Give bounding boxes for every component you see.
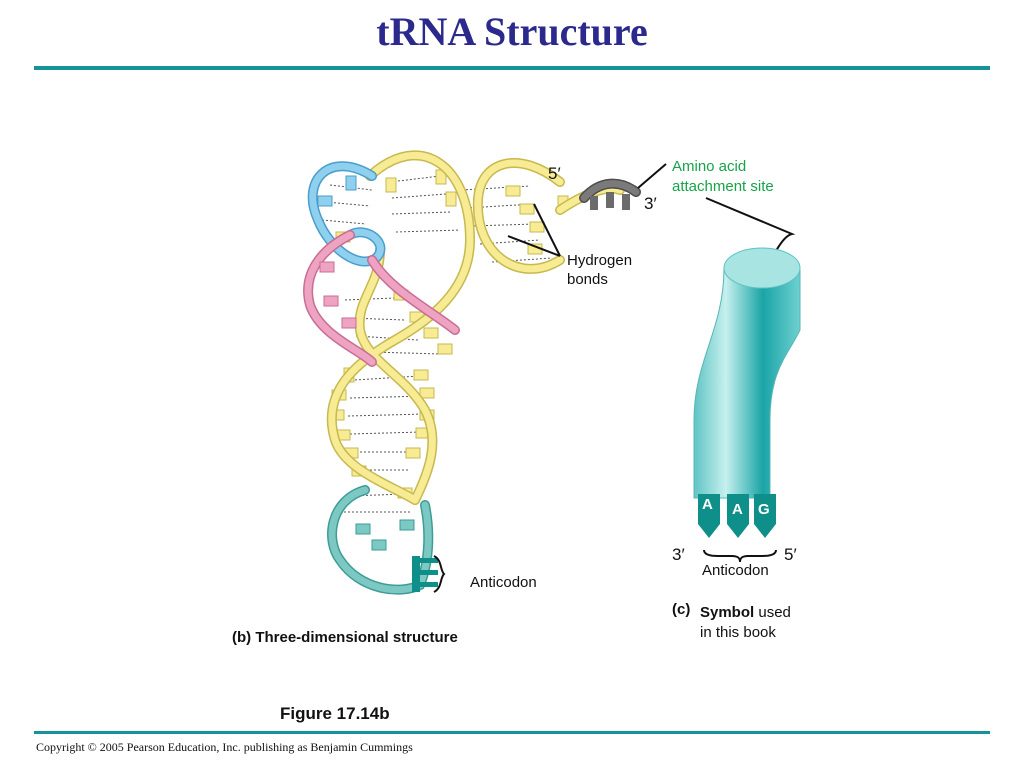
loop-blue <box>307 161 386 267</box>
hydrogen-bonds-label-line1: Hydrogen <box>567 252 633 269</box>
bottom-divider <box>34 731 990 734</box>
copyright-text: Copyright © 2005 Pearson Education, Inc.… <box>36 740 413 754</box>
slide-title: tRNA Structure <box>376 9 648 54</box>
amino-acid-label-line1: Amino acid <box>672 158 747 175</box>
amino-acid-label-line2: attachment site <box>672 178 774 195</box>
anticodon-base-3: G <box>758 501 770 518</box>
loop-pink <box>303 230 460 367</box>
anticodon-label-symbol: Anticodon <box>702 562 769 579</box>
acceptor-stem-gray <box>579 178 641 210</box>
anticodon-base-1: A <box>702 496 713 513</box>
anticodon-bases-3d <box>412 556 438 592</box>
loop-teal <box>327 485 434 595</box>
symbol-three-prime-label: 3′ <box>672 545 685 564</box>
symbol-word: Symbol <box>700 604 755 621</box>
hydrogen-bonds-label-line2: bonds <box>567 271 608 288</box>
three-prime-label: 3′ <box>644 194 657 213</box>
symbol-five-prime-label: 5′ <box>784 545 797 564</box>
five-prime-label: 5′ <box>548 164 561 183</box>
top-divider <box>34 66 990 70</box>
caption-c-letter: (c) <box>672 601 691 618</box>
symbol-anticodon-pegs <box>698 494 776 538</box>
figure-label: Figure 17.14b <box>280 704 390 723</box>
caption-three-dimensional: (b) Three-dimensional structure <box>232 629 458 646</box>
hydrogen-bond-lines <box>321 175 553 513</box>
anticodon-bracket <box>433 555 446 593</box>
anticodon-label-3d: Anticodon <box>470 574 537 591</box>
symbol-anticodon-brace <box>703 549 777 563</box>
symbol-caption-line2: in this book <box>700 624 776 641</box>
symbol-rest: used <box>754 604 791 621</box>
trna-symbol-cylinder <box>693 247 801 499</box>
anticodon-base-2: A <box>732 501 743 518</box>
symbol-caption-line1: Symbol used <box>700 603 791 623</box>
